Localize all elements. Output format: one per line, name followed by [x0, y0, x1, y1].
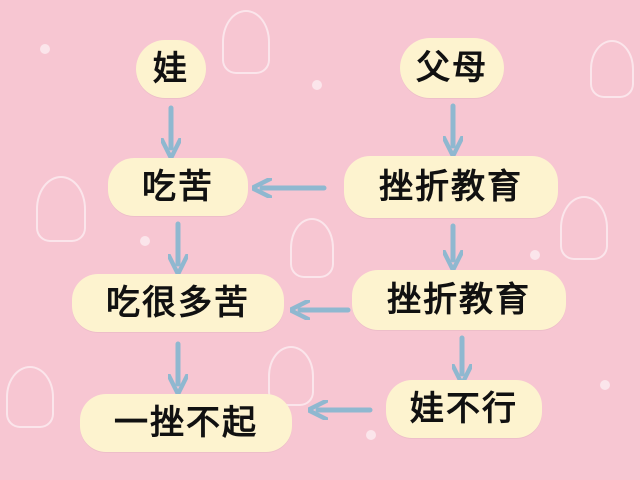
cupcake-doodle-icon — [590, 40, 634, 98]
cupcake-doodle-icon — [36, 176, 86, 242]
strawberry-doodle-icon — [140, 236, 150, 246]
cupcake-doodle-icon — [6, 366, 54, 428]
cupcake-doodle-icon — [560, 196, 608, 260]
strawberry-doodle-icon — [366, 430, 376, 440]
node-frustration-education-2: 挫折教育 — [352, 270, 566, 330]
strawberry-doodle-icon — [530, 250, 540, 260]
node-cannot-recover: 一挫不起 — [80, 394, 292, 452]
strawberry-doodle-icon — [600, 380, 610, 390]
node-parents: 父母 — [400, 38, 504, 98]
node-frustration-education-1: 挫折教育 — [344, 156, 558, 218]
node-child: 娃 — [136, 40, 206, 98]
cupcake-doodle-icon — [222, 10, 270, 74]
strawberry-doodle-icon — [40, 44, 50, 54]
node-suffer-a-lot: 吃很多苦 — [72, 274, 284, 332]
strawberry-doodle-icon — [312, 80, 322, 90]
node-suffer: 吃苦 — [108, 158, 248, 216]
node-child-fails: 娃不行 — [386, 380, 542, 438]
cupcake-doodle-icon — [290, 218, 334, 278]
cupcake-doodle-icon — [268, 346, 314, 406]
